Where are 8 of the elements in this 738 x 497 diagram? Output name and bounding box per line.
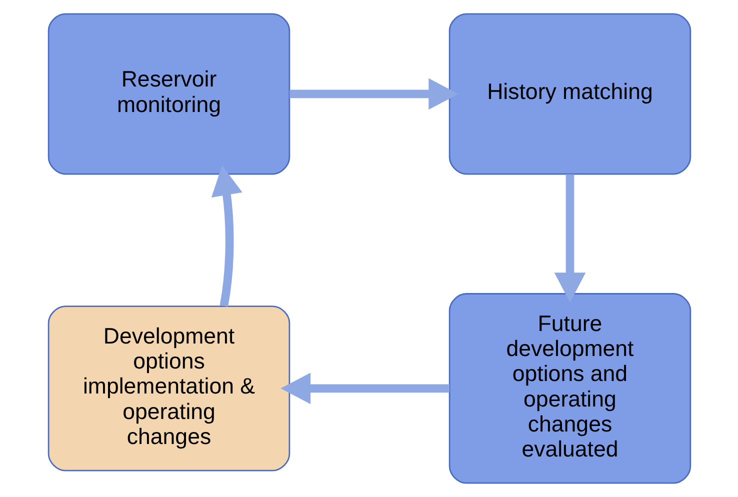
node-box: Future development options and operating changes evaluated xyxy=(448,293,691,484)
arrow xyxy=(554,174,586,303)
node-box: History matching xyxy=(448,13,691,175)
node-box: Development options implementation & operating changes xyxy=(47,306,290,472)
node-box: Reservoir monitoring xyxy=(47,13,290,175)
arrow xyxy=(280,372,450,404)
arrow xyxy=(289,78,458,110)
arrow xyxy=(210,165,242,307)
